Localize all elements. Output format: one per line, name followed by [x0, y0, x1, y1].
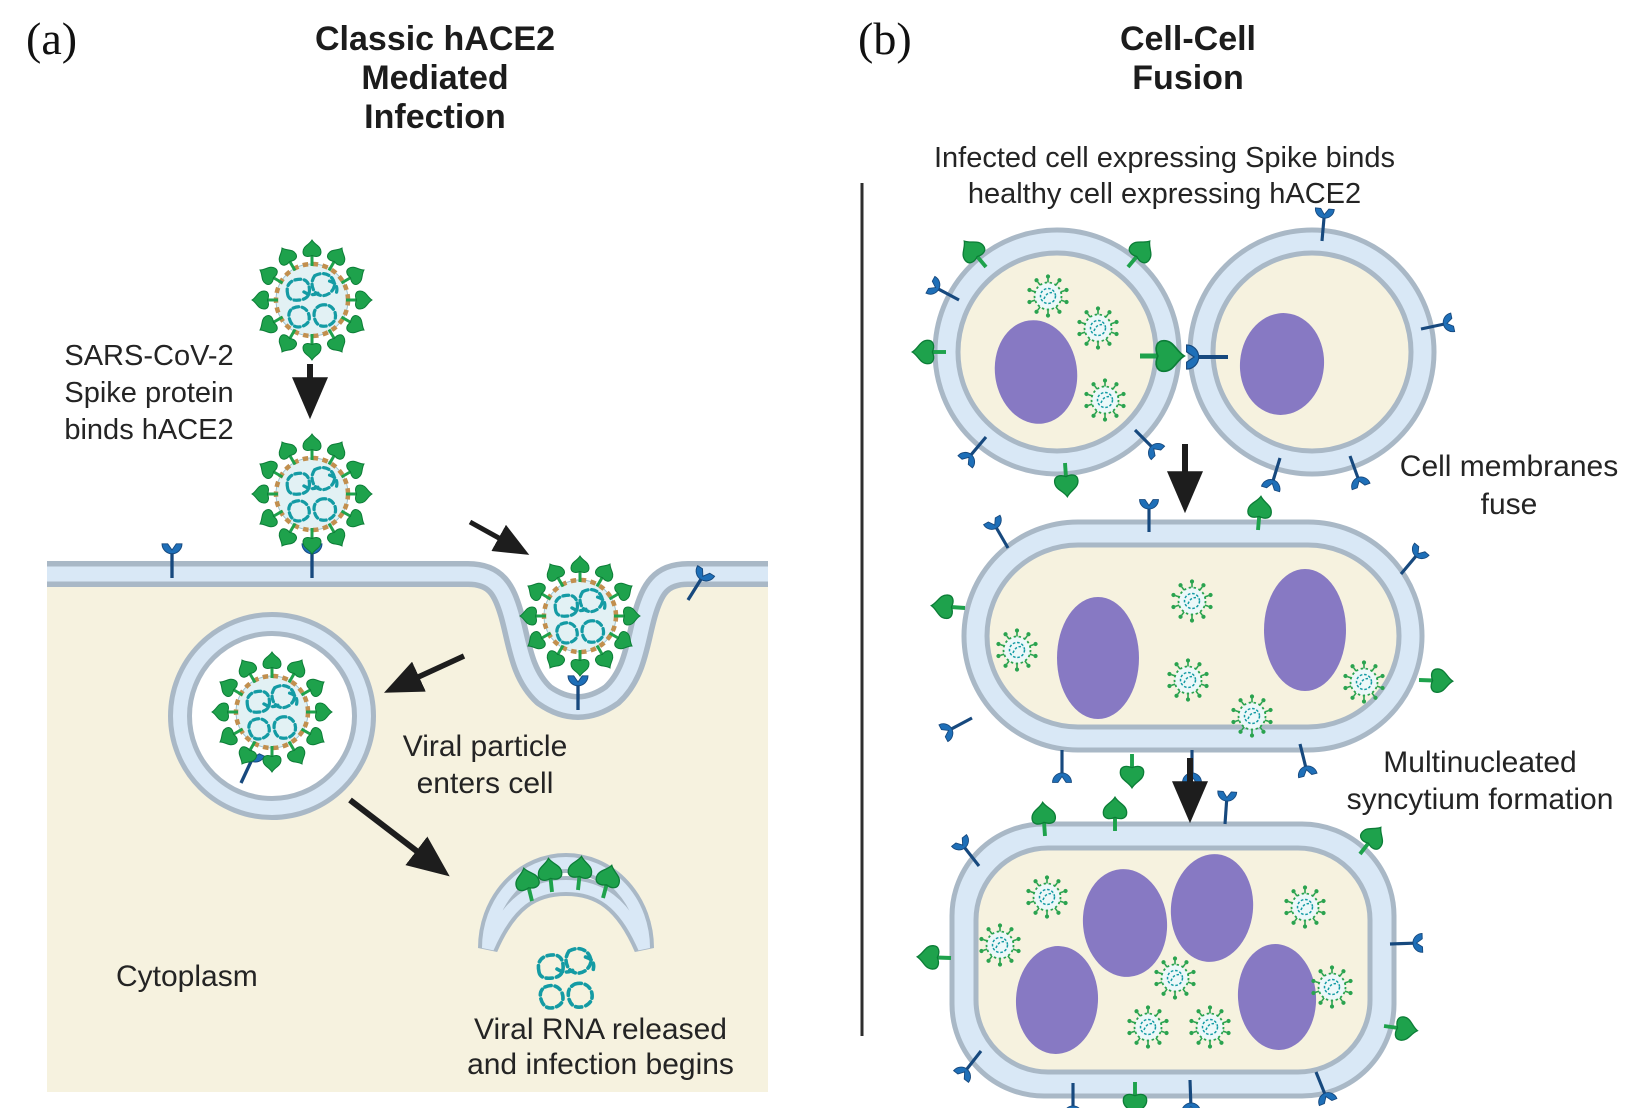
binding-label: SARS-CoV-2 Spike protein binds hACE2 [64, 340, 234, 446]
panel-b-subtitle: Infected cell expressing Spike binds hea… [933, 142, 1396, 210]
spike-protein-icon [914, 943, 954, 972]
syncytium-cell [949, 821, 1397, 1099]
spike-protein-icon [1416, 666, 1456, 695]
fusion-label: Cell membranes fuse [1399, 450, 1619, 521]
arrow-down-icon [348, 797, 450, 877]
panel-a-title: Classic hACE2 Mediated Infection [315, 20, 555, 136]
cell-nucleus [1015, 946, 1099, 1054]
panel-b-label: (b) [858, 13, 912, 64]
cell-nucleus [994, 320, 1078, 424]
cell-nucleus [1237, 944, 1317, 1050]
arrow-down-icon [384, 653, 466, 693]
spike-protein-icon [928, 592, 968, 622]
hace2-receptor-icon [1050, 748, 1074, 784]
spike-protein-icon [1118, 752, 1146, 790]
coronavirus-virion-icon [252, 434, 372, 554]
hace2-receptor-icon [1213, 789, 1239, 827]
arrow-down-icon [468, 519, 530, 555]
panel-a-label: (a) [26, 13, 78, 64]
syncytium-label: Multinucleated syncytium formation [1346, 746, 1614, 816]
cell-nucleus [1239, 313, 1325, 415]
hace2-receptor-icon [937, 708, 979, 744]
release-label: Viral RNA released and infection begins [467, 1013, 734, 1081]
fused-cell [961, 519, 1425, 753]
cytoplasm-label: Cytoplasm [116, 960, 258, 993]
cell-nucleus [1170, 854, 1254, 962]
entry-label: Viral particle enters cell [402, 730, 568, 800]
panel-b [860, 183, 1457, 1108]
cell-nucleus [1057, 597, 1139, 719]
cell-nucleus [1082, 869, 1168, 977]
coronavirus-virion-icon [252, 240, 372, 360]
panel-a [47, 240, 768, 1092]
cell-nucleus [1264, 569, 1346, 691]
panel-b-title: Cell-Cell Fusion [1119, 20, 1257, 97]
